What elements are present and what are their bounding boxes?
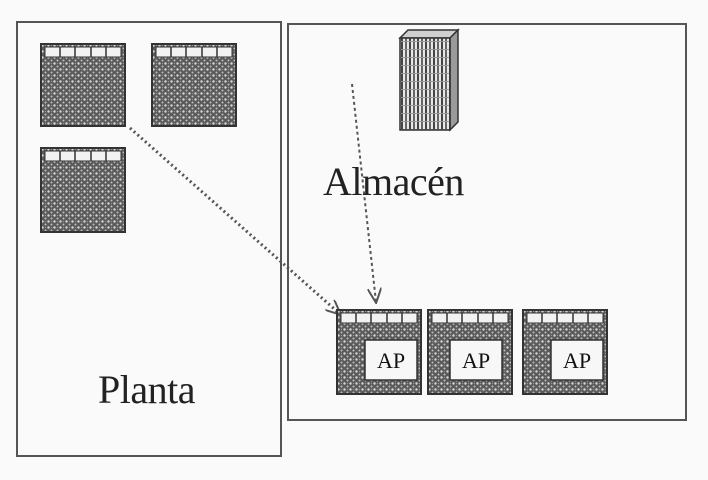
server-rack-icon xyxy=(398,28,460,132)
ap-label-2: AP xyxy=(462,348,490,373)
almacen-label: Almacén xyxy=(323,159,464,204)
planta-panel-1 xyxy=(40,43,126,127)
planta-frame xyxy=(16,21,282,457)
planta-panel-3 xyxy=(40,147,126,233)
ap-label-1: AP xyxy=(377,348,405,373)
planta-label: Planta xyxy=(98,367,195,412)
ap-unit-2: AP xyxy=(427,309,513,395)
almacen-frame xyxy=(287,23,687,421)
ap-unit-1: AP xyxy=(336,309,422,395)
ap-label-3: AP xyxy=(563,348,591,373)
transfer-arrow-almacen xyxy=(351,83,376,302)
ap-unit-3: AP xyxy=(522,309,608,395)
transfer-arrow-planta xyxy=(129,126,340,314)
planta-panel-2 xyxy=(151,43,237,127)
